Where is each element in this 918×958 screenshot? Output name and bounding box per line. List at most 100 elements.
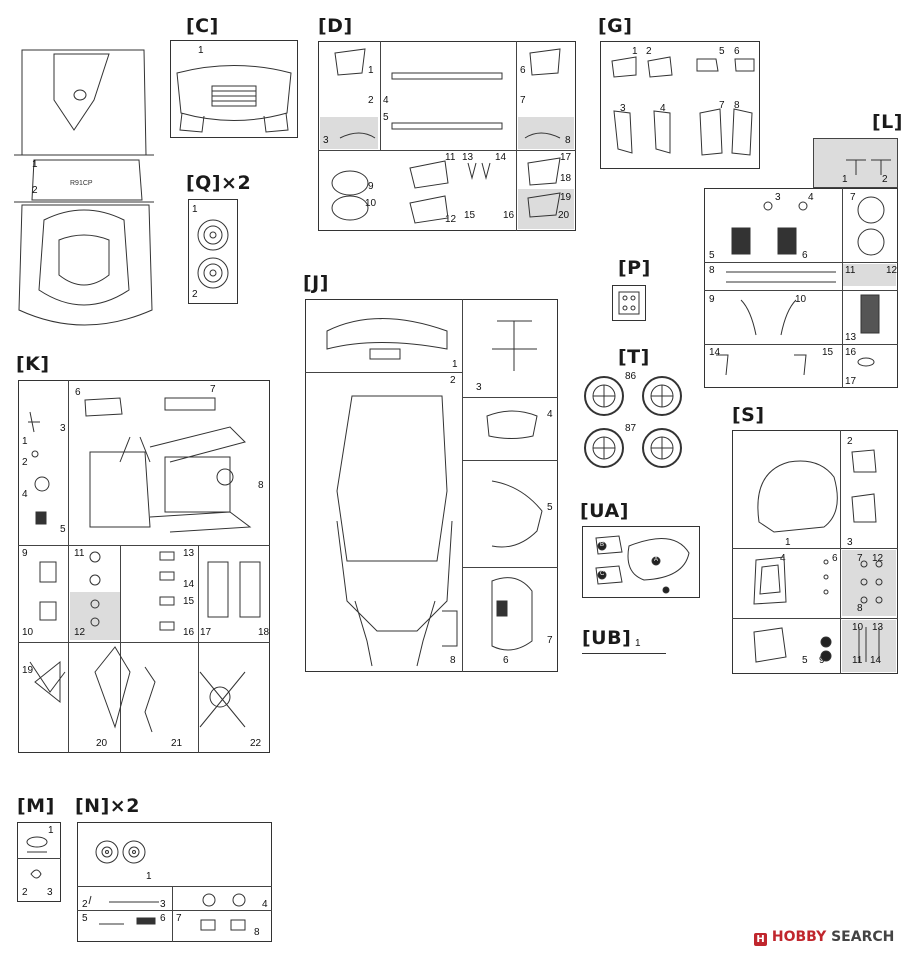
part-number: 2: [82, 899, 88, 910]
part-number: 1: [368, 65, 374, 76]
part-number: 8: [734, 100, 740, 111]
part-number: 2: [450, 375, 456, 386]
part-number: 5: [709, 250, 715, 261]
sprue-label-m: [M]: [17, 795, 55, 817]
part-number: 4: [262, 899, 268, 910]
sprue-p-frame: [612, 285, 646, 321]
part-number: 4: [780, 553, 786, 564]
sprue-label-ub: [UB]: [582, 627, 632, 649]
part-number: 11: [445, 152, 456, 163]
part-number: 7: [850, 192, 856, 203]
part-number: 4: [383, 95, 389, 106]
sprue-label-ua: [UA]: [580, 500, 629, 522]
part-number: 2: [646, 46, 652, 57]
body-shell-top: [14, 40, 154, 330]
part-number: 3: [847, 537, 853, 548]
part-number: 1: [635, 638, 641, 649]
part-number: 3: [476, 382, 482, 393]
part-number: 12: [445, 214, 457, 225]
part-number: 2: [22, 887, 28, 898]
part-number: 4: [808, 192, 814, 203]
part-number: 8: [565, 135, 571, 146]
part-number: 10: [852, 622, 864, 633]
part-shape: [320, 43, 574, 229]
sprue-label-c: [C]: [186, 15, 219, 37]
part-number: 7: [857, 553, 863, 564]
part-number: 11: [845, 265, 856, 276]
part-number: 18: [560, 173, 572, 184]
part-number: 3: [160, 899, 166, 910]
sprue-q-frame: [188, 199, 238, 304]
sprue-label-s: [S]: [732, 404, 765, 426]
part-number: 12: [872, 553, 884, 564]
hobbysearch-logo: H HOBBY SEARCH: [754, 929, 894, 946]
part-number: 7: [719, 100, 725, 111]
part-number: 4: [22, 489, 28, 500]
part-shape: [616, 289, 642, 317]
part-number: 10: [795, 294, 807, 305]
part-number: 4: [547, 409, 553, 420]
part-number: 1: [842, 174, 848, 185]
sprue-c-frame: [170, 40, 298, 138]
sprue-label-q: [Q]×2: [186, 172, 252, 194]
part-number: 3: [323, 135, 329, 146]
part-number: 5: [383, 112, 389, 123]
sprue-label-n: [N]×2: [75, 795, 140, 817]
part-number: 8: [709, 265, 715, 276]
part-number: 2: [882, 174, 888, 185]
part-number: 86: [625, 371, 637, 382]
sprue-m-frame: [17, 822, 61, 902]
part-number: 11: [852, 655, 863, 666]
part-number: 8: [258, 480, 264, 491]
part-number: 12: [886, 265, 898, 276]
part-number: 1: [785, 537, 791, 548]
part-shape: [172, 58, 296, 136]
part-number: 16: [183, 627, 195, 638]
part-number: 1: [48, 825, 54, 836]
part-number: 4: [660, 103, 666, 114]
part-number: 1: [146, 871, 152, 882]
part-number: 2: [32, 185, 38, 196]
part-number: 3: [620, 103, 626, 114]
part-number: 14: [183, 579, 195, 590]
part-number: 1: [192, 204, 198, 215]
part-number: 3: [47, 887, 53, 898]
part-number: 87: [625, 423, 637, 434]
logo-word: SEARCH: [831, 929, 895, 945]
part-shape: [20, 382, 268, 751]
sprue-label-d: [D]: [318, 15, 353, 37]
logo-h-icon: H: [754, 933, 767, 946]
part-number: 3: [775, 192, 781, 203]
part-number: 21: [171, 738, 183, 749]
part-number: A: [654, 557, 659, 563]
part-number: 6: [734, 46, 740, 57]
part-number: 14: [870, 655, 882, 666]
part-number: 22: [250, 738, 262, 749]
part-number: 19: [560, 192, 572, 203]
part-number: 19: [22, 665, 34, 676]
part-number: 8: [857, 603, 863, 614]
part-number: 16: [503, 210, 515, 221]
part-number: 9: [22, 548, 28, 559]
part-number: 9: [368, 181, 374, 192]
part-number: 13: [462, 152, 474, 163]
part-number: 5: [547, 502, 553, 513]
part-number: 8: [254, 927, 260, 938]
part-shape: [195, 215, 231, 295]
part-shape: [706, 150, 896, 386]
part-number: 6: [520, 65, 526, 76]
part-number: 2: [847, 436, 853, 447]
part-number: 5: [719, 46, 725, 57]
part-number: 10: [22, 627, 34, 638]
part-number: 11: [74, 548, 85, 559]
part-number: 5: [60, 524, 66, 535]
part-number: 7: [210, 384, 216, 395]
part-number: 2: [22, 457, 28, 468]
part-number: 9: [709, 294, 715, 305]
part-number: 17: [200, 627, 212, 638]
part-number: 20: [558, 210, 570, 221]
part-number: 5: [802, 655, 808, 666]
sprue-j-frame: [305, 299, 558, 672]
part-number: 10: [365, 198, 377, 209]
part-shape: [79, 824, 270, 940]
